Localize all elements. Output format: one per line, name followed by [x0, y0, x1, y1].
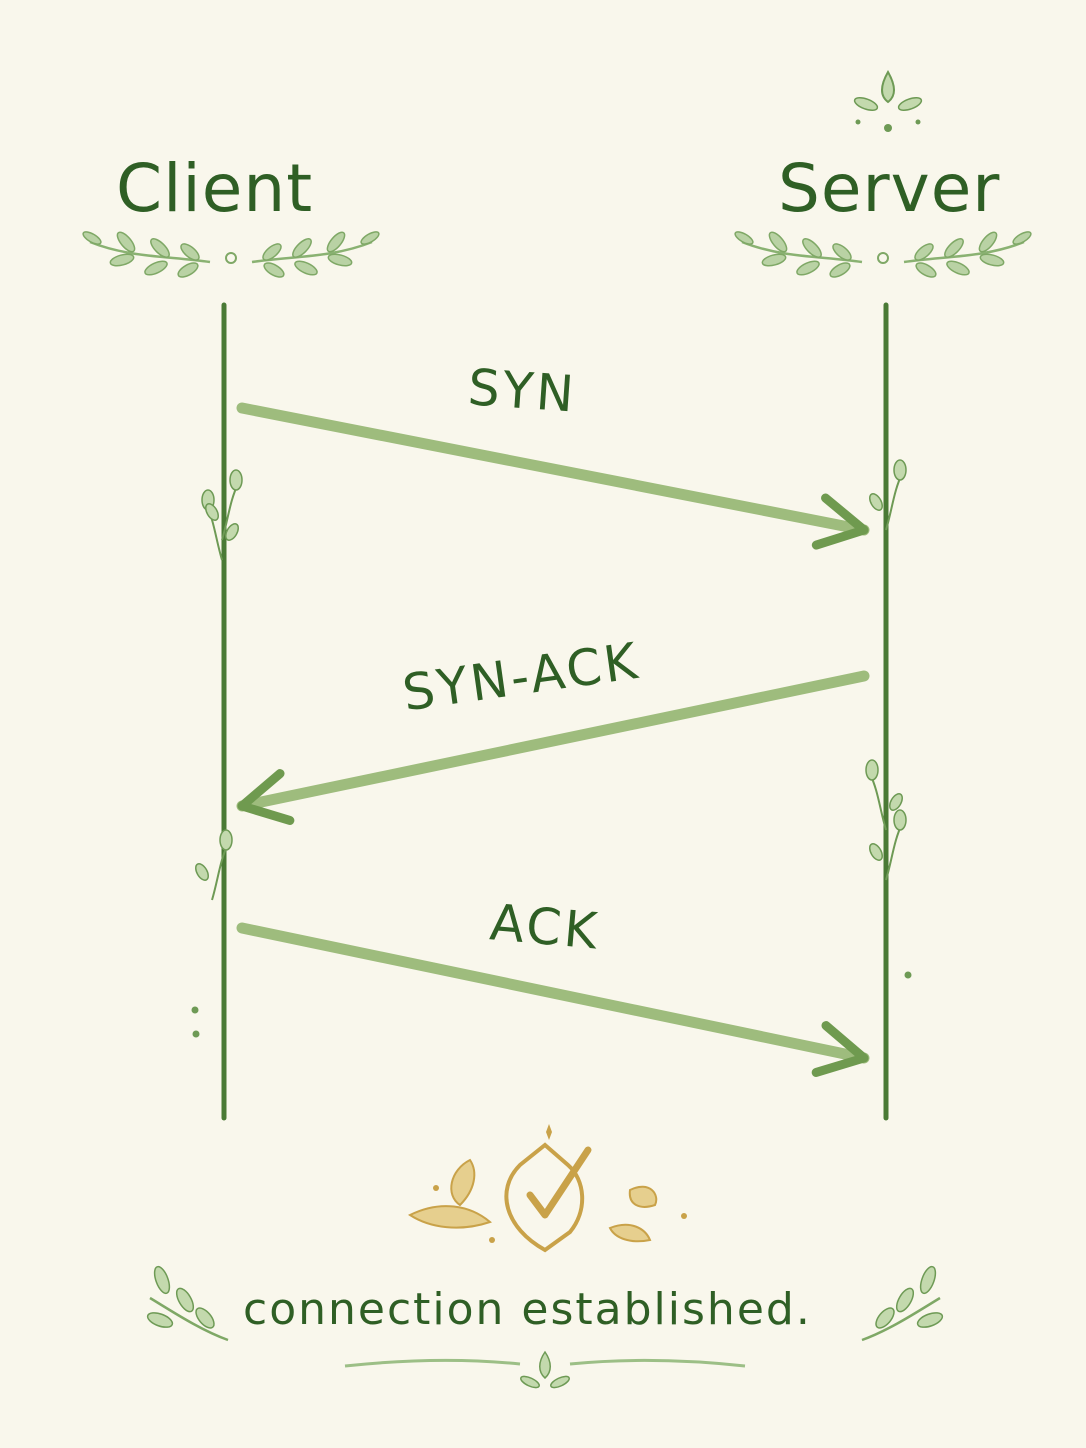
arrow-syn — [236, 402, 870, 550]
arrow-ack — [236, 922, 870, 1077]
check-emblem-icon — [407, 1124, 687, 1253]
arrow-syn-ack — [236, 670, 870, 825]
participant-client-label: Client — [116, 150, 314, 227]
footer-leaf-left-icon — [146, 1265, 229, 1342]
leaf-ornament-server — [732, 228, 1034, 282]
footer-flourish-icon — [344, 1350, 746, 1389]
message-ack-label: ACK — [487, 893, 603, 961]
lifelines — [221, 302, 889, 1121]
leaf-ornament-client — [80, 228, 382, 282]
message-syn-label: SYN — [466, 358, 579, 424]
footer-leaf-right-icon — [861, 1265, 944, 1342]
top-crest-icon — [853, 69, 923, 132]
footer-caption: connection established. — [243, 1284, 812, 1335]
message-arrows — [236, 402, 870, 1077]
vine-sprigs — [191, 459, 912, 1038]
participant-server-label: Server — [778, 150, 1001, 227]
